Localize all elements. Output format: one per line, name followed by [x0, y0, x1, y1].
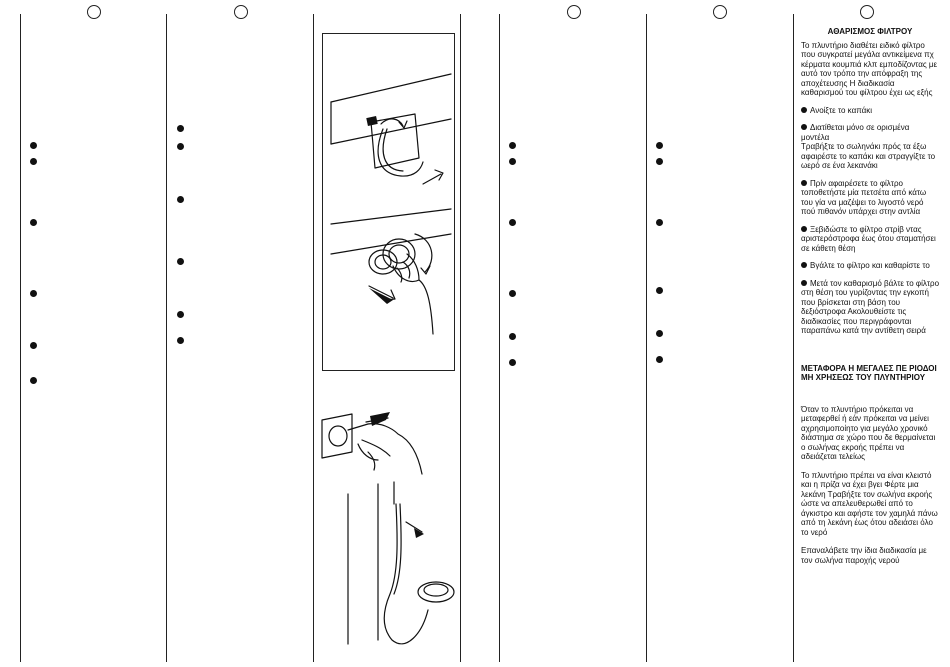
language-circle-icon [234, 5, 248, 19]
language-circle-icon [860, 5, 874, 19]
bullet-icon [30, 158, 37, 165]
filter-illustration-frame [322, 33, 455, 371]
filter-cleaning-illustration [330, 73, 452, 335]
bullet-icon [656, 142, 663, 149]
bullet-icon [177, 337, 184, 344]
bullet-icon [801, 106, 807, 113]
bullet-icon [656, 158, 663, 165]
column-divider [499, 14, 500, 662]
bullet-icon [801, 124, 807, 130]
bullet-icon [509, 359, 516, 366]
bullet-icon [30, 342, 37, 349]
bullet-icon [801, 179, 807, 186]
transport-section-title: ΜΕΤΑΦΟΡΑ Η ΜΕΓΑΛΕΣ ΠΕ ΡΙΟΔΟΙ ΜΗ ΧΡΗΣΕΩΣ … [801, 363, 937, 383]
bullet-icon [177, 258, 184, 265]
filter-step-5: Βγάλτε το φίλτρο και καθαρίστε το [801, 261, 939, 271]
instructions-column: ΑΘΑΡΙΣΜΟΣ ΦΙΛΤΡΟΥ Το πλυντήριο διαθέτει … [801, 27, 939, 565]
bullet-icon [656, 356, 663, 363]
bullet-icon [509, 290, 516, 297]
column-divider [460, 14, 461, 662]
bullet-icon [509, 219, 516, 226]
column-divider [646, 14, 647, 662]
drain-hose-illustration [318, 404, 458, 656]
transport-paragraph-1: Όταν το πλυντήριο πρόκειται να μεταφερθε… [801, 404, 936, 462]
bullet-icon [30, 290, 37, 297]
language-circle-icon [87, 5, 101, 19]
column-divider [313, 14, 314, 662]
bullet-icon [801, 225, 807, 232]
transport-paragraph-3: Επαναλάβετε την ίδια διαδικασία με τον σ… [801, 546, 927, 565]
column-divider [20, 14, 21, 662]
filter-step-2: Διατίθεται μόνο σε ορισμένα μοντέλα [801, 123, 910, 142]
bullet-icon [509, 158, 516, 165]
filter-step-1: Ανοίξτε το καπάκι [801, 106, 939, 116]
language-circle-icon [713, 5, 727, 19]
bullet-icon [177, 196, 184, 203]
filter-section-title: ΑΘΑΡΙΣΜΟΣ ΦΙΛΤΡΟΥ [827, 27, 913, 36]
filter-step-3: Πρίν αφαιρέσετε το φίλτρο τοποθετήστε μί… [801, 178, 927, 216]
filter-step-6: Μετά τον καθαρισμό βάλτε το φίλτρο στη θ… [801, 278, 940, 335]
bullet-icon [656, 287, 663, 294]
bullet-icon [509, 142, 516, 149]
bullet-icon [177, 311, 184, 318]
hose-draining-illustration [321, 412, 455, 645]
bullet-icon [656, 330, 663, 337]
bullet-icon [30, 142, 37, 149]
bullet-icon [177, 125, 184, 132]
bullet-icon [801, 262, 807, 268]
column-divider [793, 14, 794, 662]
bullet-icon [30, 219, 37, 226]
bullet-icon [656, 219, 663, 226]
bullet-icon [509, 333, 516, 340]
filter-step-4: Ξεβιδώστε το φίλτρο στρίβ ντας αριστερόσ… [801, 224, 936, 253]
bullet-icon [801, 279, 807, 286]
transport-paragraph-2: Το πλυντήριο πρέπει να είναι κλειστό και… [801, 470, 938, 537]
filter-intro: Το πλυντήριο διαθέτει ειδικό φίλτρο που … [801, 40, 938, 98]
filter-step-2-detail: Τραβήξτε το σωληνάκι πρός τα έξω αφαιρέσ… [801, 142, 936, 170]
language-circle-icon [567, 5, 581, 19]
bullet-icon [30, 377, 37, 384]
column-divider [166, 14, 167, 662]
bullet-icon [177, 143, 184, 150]
